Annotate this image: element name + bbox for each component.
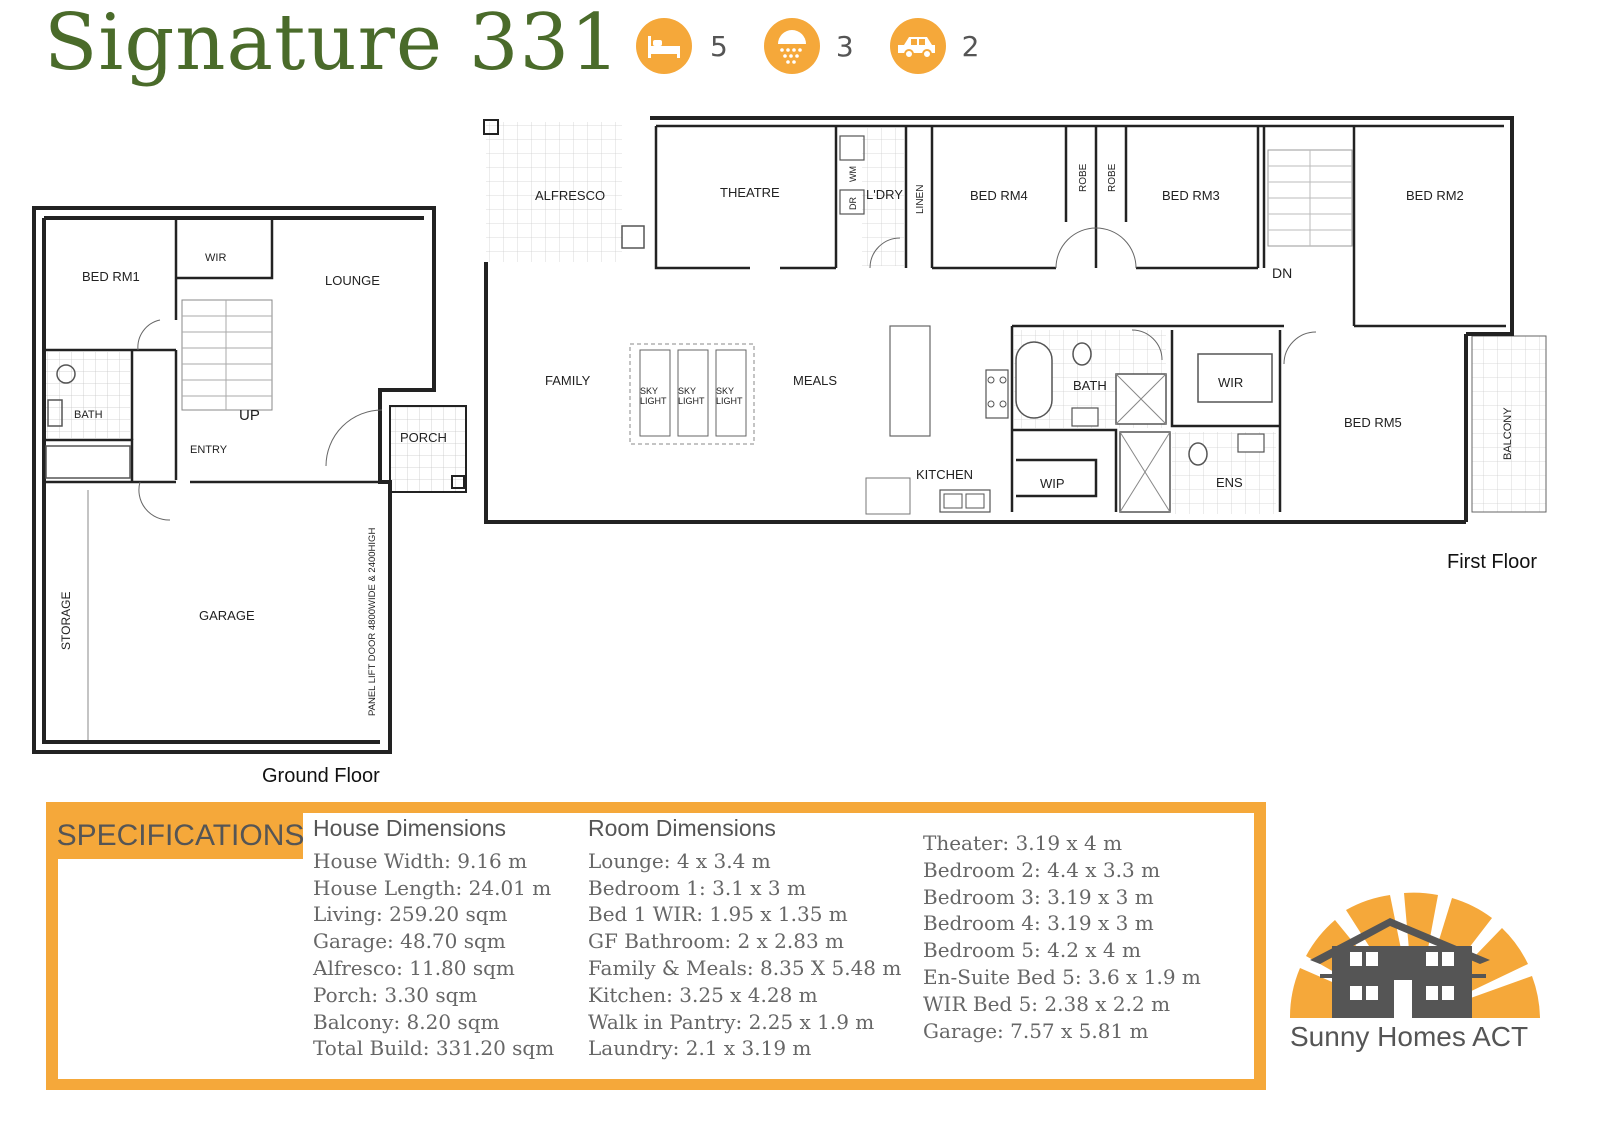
garage-count: 2: [961, 29, 980, 63]
sunny-homes-logo: [1289, 892, 1540, 1018]
bed-icon: [636, 18, 692, 74]
skylight-2-line1: SKY: [678, 386, 696, 396]
spec-item: Alfresco: 11.80 sqm: [313, 955, 515, 980]
specifications-tab: SPECIFICATIONS: [57, 813, 304, 859]
spec-item: Bed 1 WIR: 1.95 x 1.35 m: [588, 902, 848, 927]
room-bed2-label: BED RM2: [1406, 188, 1464, 203]
garage-door-label: PANEL LIFT DOOR 4800WIDE & 2400HIGH: [367, 528, 378, 716]
spec-item: Bedroom 4: 3.19 x 3 m: [923, 911, 1154, 936]
car-icon: [889, 18, 946, 74]
spec-item: Laundry: 2.1 x 3.19 m: [588, 1036, 812, 1061]
washing-machine-label: WM: [848, 166, 858, 182]
spec-item: GF Bathroom: 2 x 2.83 m: [588, 929, 845, 954]
spec-item: Balcony: 8.20 sqm: [313, 1009, 500, 1034]
spec-item: Kitchen: 3.25 x 4.28 m: [588, 982, 818, 1007]
feature-bar: 5 3 2: [636, 18, 979, 74]
spec-item: Bedroom 3: 3.19 x 3 m: [923, 884, 1154, 909]
spec-item: Porch: 3.30 sqm: [313, 982, 478, 1007]
room-bed4-label: BED RM4: [970, 188, 1028, 203]
ground-floor-caption: Ground Floor: [262, 765, 380, 787]
spec-item: Family & Meals: 8.35 X 5.48 m: [588, 955, 902, 980]
skylight-1-line2: LIGHT: [640, 396, 667, 406]
first-floor-plan: ALFRESCO THEATRE WM DR L'DRY LINEN BED R…: [483, 116, 1547, 524]
spec-item: Bedroom 2: 4.4 x 3.3 m: [923, 857, 1161, 882]
room-ens-label: ENS: [1216, 475, 1243, 490]
spec-item: Bedroom 5: 4.2 x 4 m: [923, 938, 1141, 963]
spec-item: En-Suite Bed 5: 3.6 x 1.9 m: [923, 964, 1201, 989]
spec-item: House Width: 9.16 m: [313, 848, 528, 873]
spec-item: Theater: 3.19 x 4 m: [923, 831, 1123, 855]
spec-item: WIR Bed 5: 2.38 x 2.2 m: [923, 991, 1171, 1016]
room-bed1-label: BED RM1: [82, 269, 140, 284]
skylight-3-line1: SKY: [716, 386, 734, 396]
room-garage-label: GARAGE: [199, 608, 255, 623]
room-dimensions-column: Room Dimensions Lounge: 4 x 3.4 m Bedroo…: [588, 815, 901, 1062]
house-dimensions-column: House Dimensions House Width: 9.16 m Hou…: [313, 815, 554, 1062]
room-balcony-label: BALCONY: [1502, 407, 1514, 460]
spec-item: Garage: 7.57 x 5.81 m: [923, 1018, 1149, 1043]
room-bath-label: BATH: [1073, 378, 1107, 393]
page-title: Signature 331: [44, 0, 621, 88]
room-bath-label: BATH: [74, 409, 103, 421]
bedroom-count: 5: [710, 29, 728, 63]
bathroom-count: 3: [835, 29, 854, 63]
house-dimensions-heading: House Dimensions: [313, 815, 507, 841]
room-robe-left-label: ROBE: [1078, 163, 1089, 192]
brand-name: Sunny Homes ACT: [1290, 1021, 1529, 1052]
skylight-2-line2: LIGHT: [678, 396, 705, 406]
dryer-label: DR: [848, 197, 858, 210]
spec-item: Garage: 48.70 sqm: [313, 929, 506, 954]
room-robe-right-label: ROBE: [1107, 163, 1118, 192]
room-kitchen-label: KITCHEN: [916, 467, 973, 482]
room-family-label: FAMILY: [545, 373, 591, 388]
room-dimensions-heading: Room Dimensions: [588, 815, 776, 841]
room-laundry-label: L'DRY: [866, 187, 903, 202]
room-bed3-label: BED RM3: [1162, 188, 1220, 203]
spec-item: Living: 259.20 sqm: [313, 902, 508, 927]
room-theatre-label: THEATRE: [720, 185, 780, 200]
room-wip-label: WIP: [1040, 476, 1065, 491]
room-bed5-label: BED RM5: [1344, 415, 1402, 430]
spec-item: Walk in Pantry: 2.25 x 1.9 m: [588, 1009, 875, 1034]
shower-icon: [763, 18, 820, 74]
skylight-1-line1: SKY: [640, 386, 658, 396]
first-floor-caption: First Floor: [1447, 551, 1537, 573]
room-alfresco-label: ALFRESCO: [535, 188, 605, 203]
room-wir-label: WIR: [205, 252, 226, 264]
room-dimensions-column-2: Theater: 3.19 x 4 m Bedroom 2: 4.4 x 3.3…: [923, 830, 1201, 1044]
spec-item: Lounge: 4 x 3.4 m: [588, 848, 771, 873]
spec-item: House Length: 24.01 m: [313, 875, 552, 900]
room-lounge-label: LOUNGE: [325, 273, 380, 288]
room-wir-label: WIR: [1218, 375, 1243, 390]
room-storage-label: STORAGE: [59, 592, 73, 650]
room-entry-label: ENTRY: [190, 444, 228, 456]
spec-item: Total Build: 331.20 sqm: [313, 1036, 555, 1061]
skylight-3-line2: LIGHT: [716, 396, 743, 406]
spec-item: Bedroom 1: 3.1 x 3 m: [588, 875, 806, 900]
stairs-down-label: DN: [1272, 265, 1292, 281]
ground-floor-plan: BED RM1 WIR LOUNGE BATH UP ENTRY PORCH S…: [32, 206, 467, 754]
room-porch-label: PORCH: [400, 430, 447, 445]
stairs-up-label: UP: [239, 407, 260, 424]
room-meals-label: MEALS: [793, 373, 837, 388]
room-linen-label: LINEN: [915, 185, 926, 214]
